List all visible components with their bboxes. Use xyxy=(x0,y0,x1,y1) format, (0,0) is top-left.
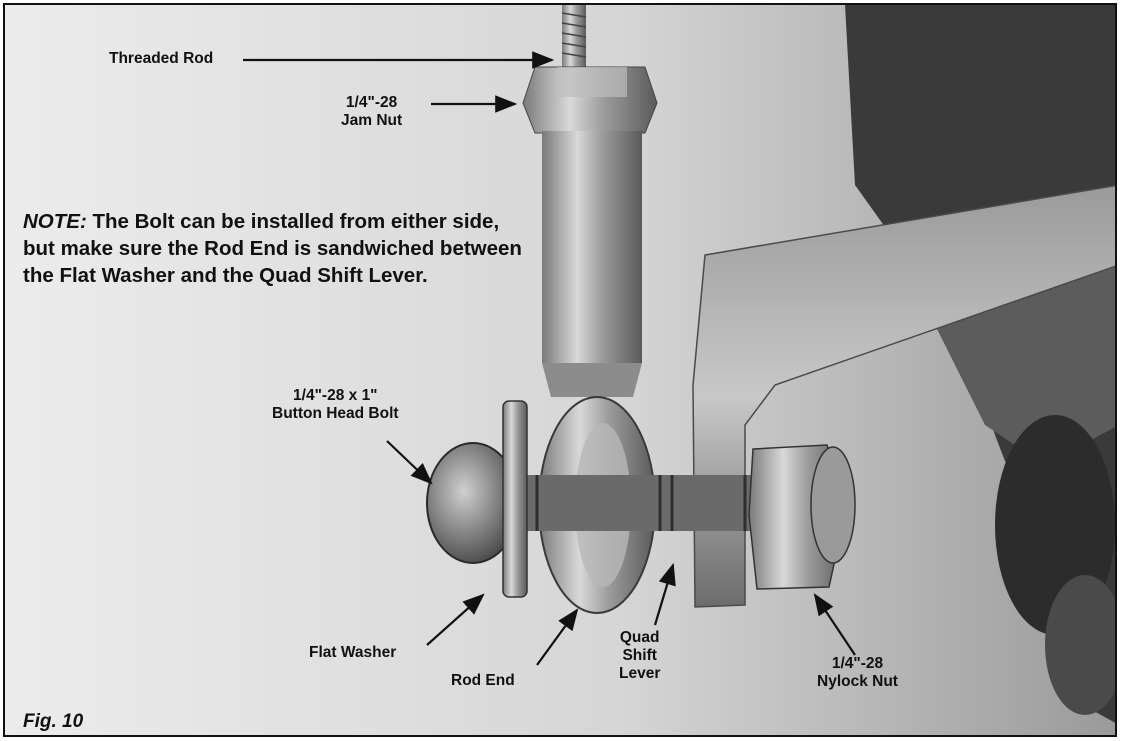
figure-label: Fig. 10 xyxy=(23,711,84,732)
label-quad-line3: Lever xyxy=(619,665,661,682)
label-nylock-nut: 1/4"-28 Nylock Nut xyxy=(817,655,898,691)
label-quad-line2: Shift xyxy=(622,647,657,664)
label-quad-line1: Quad xyxy=(619,629,660,646)
note-keyword: NOTE: xyxy=(23,210,87,233)
label-threaded-rod: Threaded Rod xyxy=(109,50,214,67)
label-bolt-line1: 1/4"-28 x 1" xyxy=(293,387,378,404)
label-jam-nut-line2: Jam Nut xyxy=(341,112,403,129)
label-rod-end: Rod End xyxy=(451,672,515,689)
label-flat-washer: Flat Washer xyxy=(309,644,397,661)
figure-frame: Threaded Rod 1/4"-28 Jam Nut NOTE: The B… xyxy=(3,3,1117,737)
label-nylock-line1: 1/4"-28 xyxy=(831,655,884,672)
label-jam-nut-line1: 1/4"-28 xyxy=(345,94,398,111)
label-nylock-line2: Nylock Nut xyxy=(817,673,898,690)
label-jam-nut: 1/4"-28 Jam Nut xyxy=(341,94,402,130)
note-text: The Bolt can be installed from either si… xyxy=(23,210,522,287)
label-quad-shift-lever: Quad Shift Lever xyxy=(619,629,660,683)
hardware-photo xyxy=(5,5,1115,735)
installation-note: NOTE: The Bolt can be installed from eit… xyxy=(23,208,523,289)
label-button-head-bolt: 1/4"-28 x 1" Button Head Bolt xyxy=(272,387,399,423)
label-bolt-line2: Button Head Bolt xyxy=(272,405,399,422)
